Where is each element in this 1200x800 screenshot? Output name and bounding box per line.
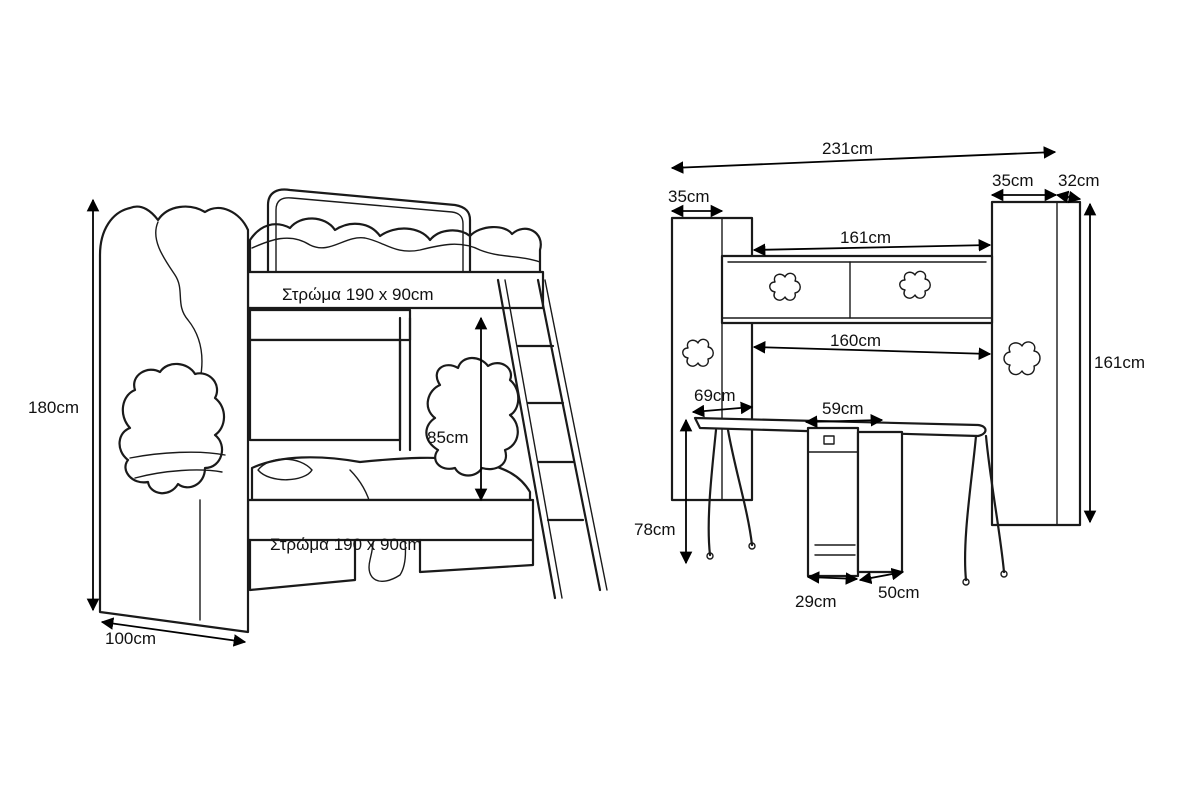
back-panel — [248, 338, 402, 442]
desk-depth-label: 69cm — [694, 386, 736, 405]
top-shelf-width-label: 161cm — [840, 228, 891, 247]
bottom-pillow — [257, 458, 313, 481]
bed-width-label: 100cm — [105, 629, 156, 648]
bottom-bed-frame — [246, 498, 535, 542]
right-cabinet-width-label: 35cm — [992, 171, 1034, 190]
top-bed-underside — [248, 308, 412, 342]
left-desk-leg — [707, 428, 718, 557]
ladder — [496, 278, 608, 600]
clearance-label: 85cm — [427, 428, 469, 447]
top-mattress-label: Στρώμα 190 x 90cm — [282, 285, 434, 304]
right-cabinet-depth-label: 32cm — [1058, 171, 1100, 190]
bed-height-label: 180cm — [28, 398, 79, 417]
top-guard-rail — [266, 188, 472, 282]
cabinet-height-label: 161cm — [1094, 353, 1145, 372]
total-width-label: 231cm — [822, 139, 873, 158]
flower-handle-icon — [682, 270, 1041, 376]
bottom-mattress-label: Στρώμα 190 x 90cm — [270, 535, 422, 554]
right-desk-leg — [963, 434, 978, 582]
desk-unit-dimensions: 231cm 35cm 35cm 32cm 161cm 160cm 161cm 6… — [634, 139, 1145, 611]
lower-shelf-width-label: 160cm — [830, 331, 881, 350]
bunk-bed-dimensions: 180cm 100cm Στρώμα 190 x 90cm Στρώμα 190… — [28, 198, 488, 648]
front-cloud-cutout — [118, 362, 226, 495]
desk-height-label: 78cm — [634, 520, 676, 539]
drawer-width-label: 59cm — [822, 399, 864, 418]
top-bed-frame — [246, 270, 545, 310]
left-cabinet-width-label: 35cm — [668, 187, 710, 206]
top-mattress-edge — [251, 237, 541, 263]
right-cloud-panel — [425, 356, 520, 477]
bunk-bed-drawing — [98, 188, 608, 634]
width-dimension-line — [100, 617, 247, 647]
pedestal-depth-label: 50cm — [878, 583, 920, 602]
pedestal-width-label: 29cm — [795, 592, 837, 611]
drawer-knob-icon — [823, 435, 835, 445]
top-shelf-unit — [720, 254, 994, 325]
desk-unit-drawing — [670, 200, 1082, 586]
desk-pedestal — [806, 426, 860, 578]
